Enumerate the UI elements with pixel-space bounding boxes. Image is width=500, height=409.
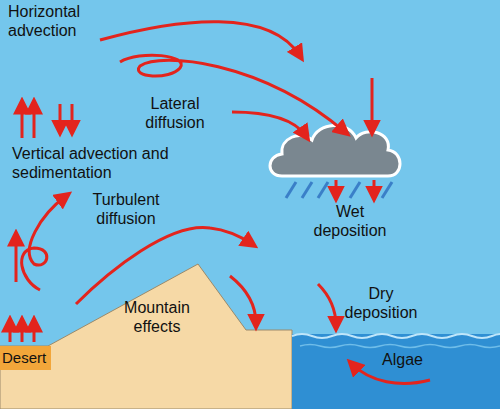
sea-water	[292, 334, 500, 409]
desert-patch: Desert	[0, 346, 51, 370]
process-label: Lateral diffusion	[120, 94, 230, 132]
wave-line	[300, 345, 500, 348]
transport-arrows	[10, 22, 430, 384]
process-label: Turbulent diffusion	[76, 190, 176, 228]
process-label: Mountain effects	[112, 298, 202, 336]
process-label: Algae	[382, 350, 438, 369]
process-label: Horizontal advection	[8, 2, 108, 40]
process-label: Vertical advection and sedimentation	[12, 144, 182, 182]
process-label: Wet deposition	[300, 202, 400, 240]
wave-line	[292, 334, 500, 338]
region-label: Desert	[2, 349, 49, 367]
rain-streaks	[286, 182, 392, 198]
mountain-ground	[0, 264, 292, 409]
rain-cloud	[270, 125, 400, 176]
process-label: Dry deposition	[336, 284, 426, 322]
